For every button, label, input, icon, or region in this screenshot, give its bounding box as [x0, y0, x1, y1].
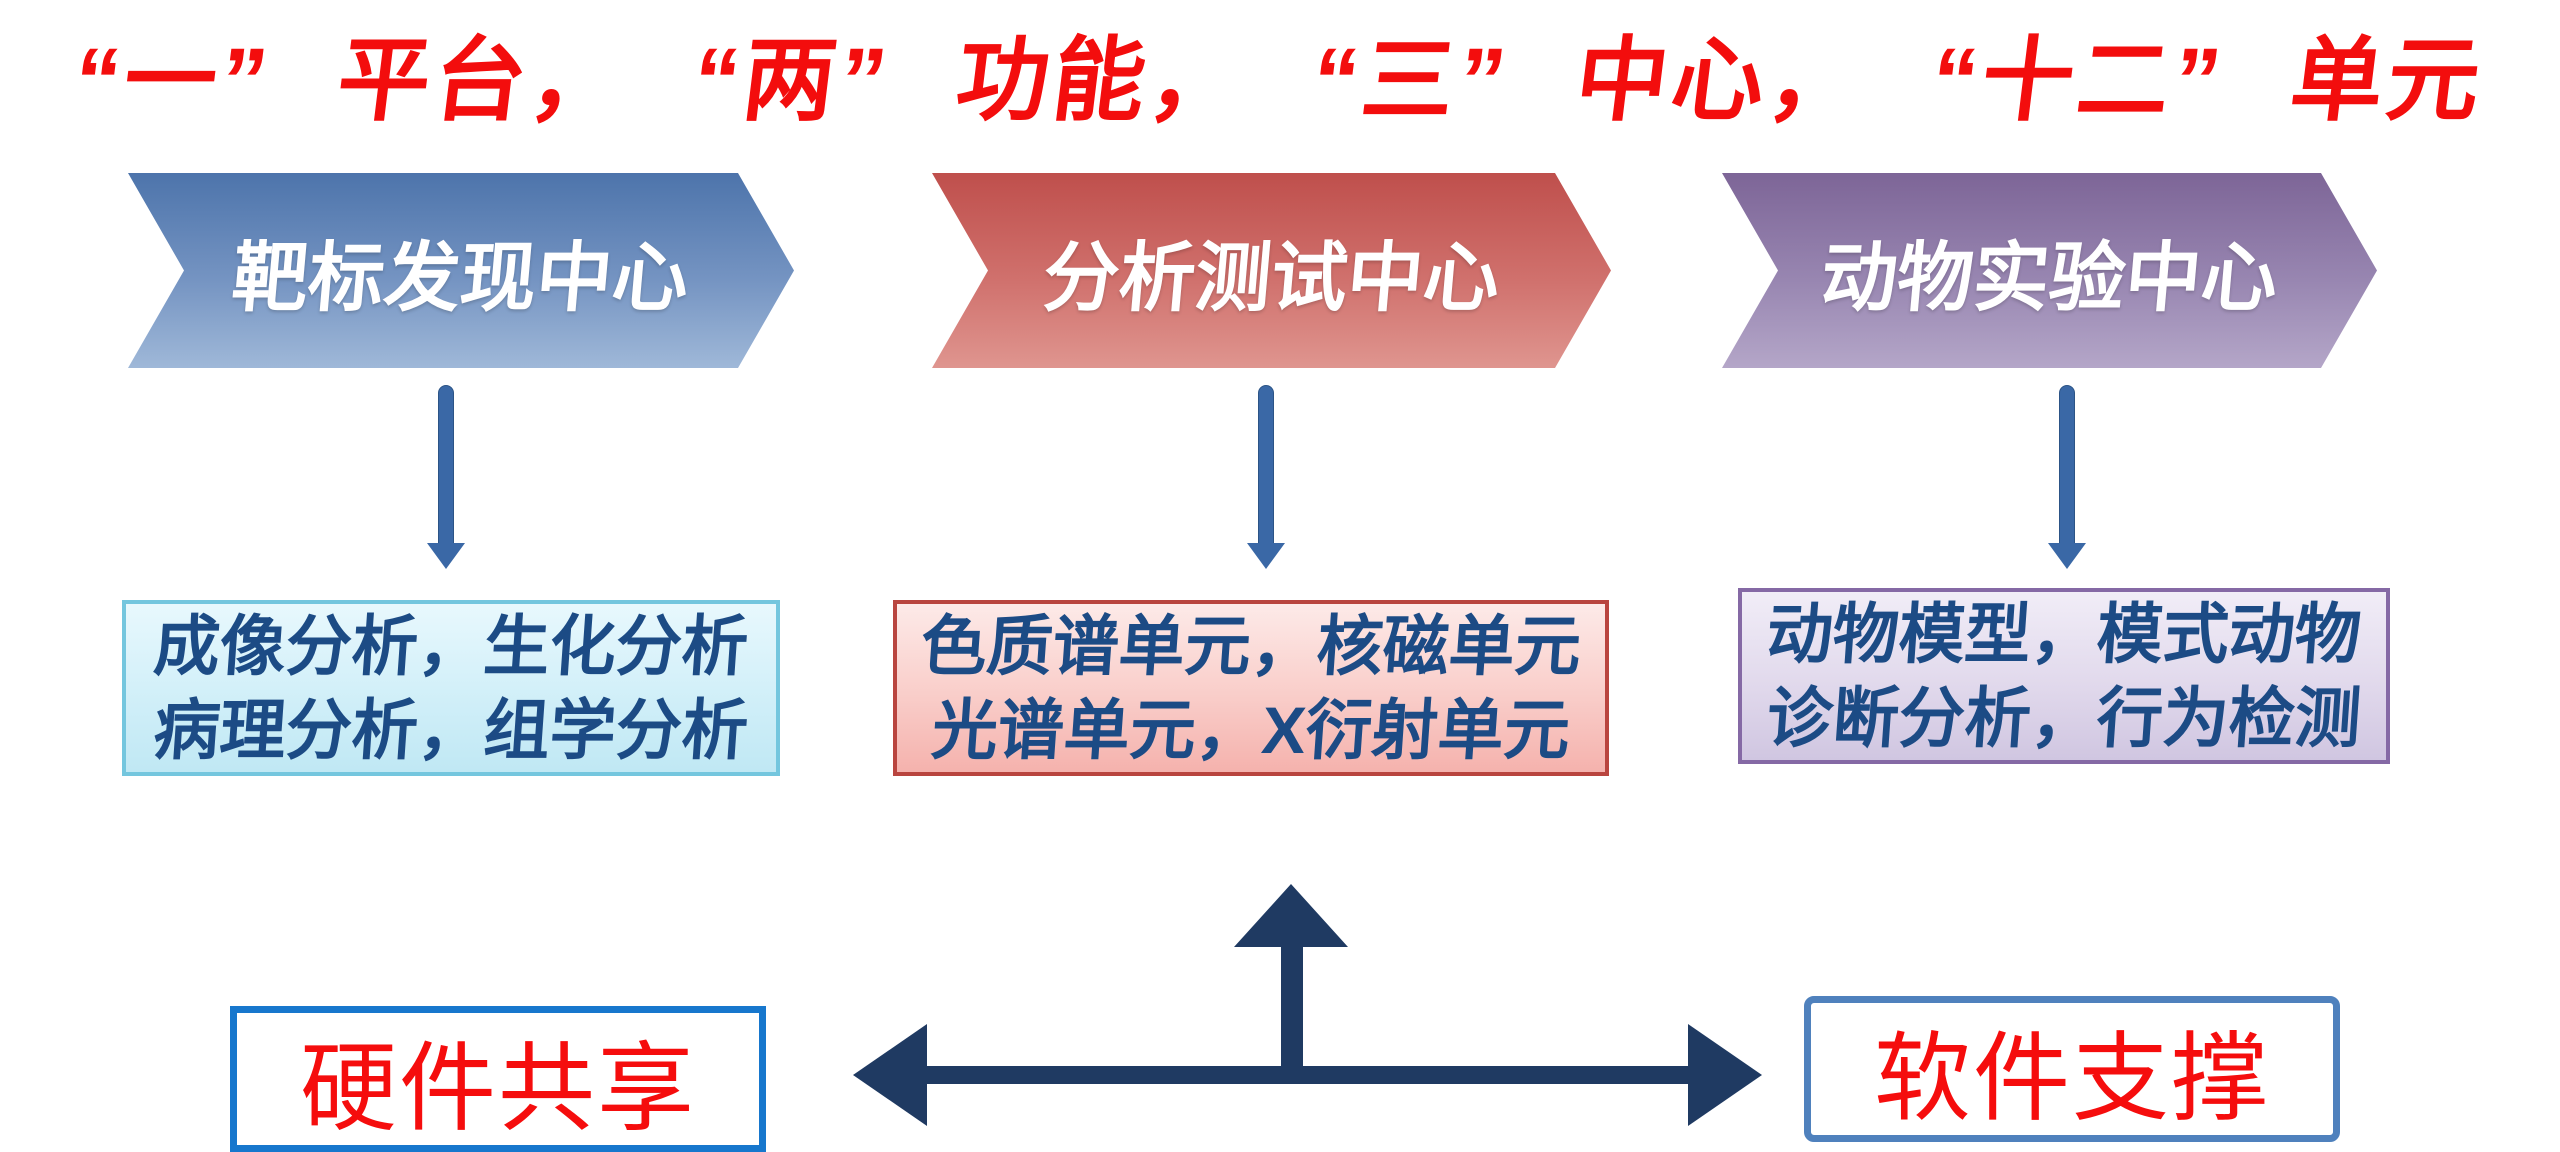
- units-box-analysis-testing: 色质谱单元，核磁单元 光谱单元，X衍射单元: [893, 600, 1609, 776]
- units-box-target-discovery: 成像分析，生化分析 病理分析，组学分析: [122, 600, 780, 776]
- arrow-head: [1247, 543, 1285, 569]
- arrow-bar: [913, 1066, 1702, 1084]
- arrow-head: [2048, 543, 2086, 569]
- arrow-shaft: [1258, 385, 1274, 545]
- units-line: 动物模型，模式动物: [1764, 597, 2364, 671]
- arrow-shaft: [2059, 385, 2075, 545]
- units-line: 病理分析，组学分析: [151, 693, 751, 767]
- down-arrow-icon: [1247, 385, 1285, 569]
- units-line: 诊断分析，行为检测: [1764, 681, 2364, 755]
- banner-target-discovery-center: 靶标发现中心: [128, 173, 794, 368]
- banner-label: 靶标发现中心: [228, 235, 693, 321]
- hardware-sharing-label: 硬件共享: [300, 1033, 696, 1143]
- arrow-shaft: [438, 385, 454, 545]
- units-line: 色质谱单元，核磁单元: [918, 609, 1584, 683]
- arrow-up-head: [1234, 884, 1348, 947]
- arrow-head: [427, 543, 465, 569]
- software-support-box: 软件支撑: [1804, 996, 2340, 1142]
- banner-animal-experiment-center: 动物实验中心: [1722, 173, 2377, 368]
- banner-label: 分析测试中心: [1039, 235, 1503, 321]
- units-line: 成像分析，生化分析: [151, 609, 751, 683]
- arrow-left-head: [853, 1024, 927, 1126]
- arrow-right-head: [1688, 1024, 1762, 1126]
- banner-analysis-testing-center: 分析测试中心: [932, 173, 1611, 368]
- software-support-label: 软件支撑: [1874, 1023, 2270, 1133]
- arrow-stem: [1281, 945, 1303, 1084]
- three-way-arrow-icon: [853, 884, 1762, 1126]
- down-arrow-icon: [427, 385, 465, 569]
- units-box-animal-experiment: 动物模型，模式动物 诊断分析，行为检测: [1738, 588, 2390, 764]
- hardware-sharing-box: 硬件共享: [230, 1006, 766, 1152]
- slide-title: “一” 平台， “两” 功能， “三” 中心， “十二” 单元: [68, 30, 2490, 132]
- banner-label: 动物实验中心: [1817, 235, 2281, 321]
- units-line: 光谱单元，X衍射单元: [929, 693, 1573, 767]
- down-arrow-icon: [2048, 385, 2086, 569]
